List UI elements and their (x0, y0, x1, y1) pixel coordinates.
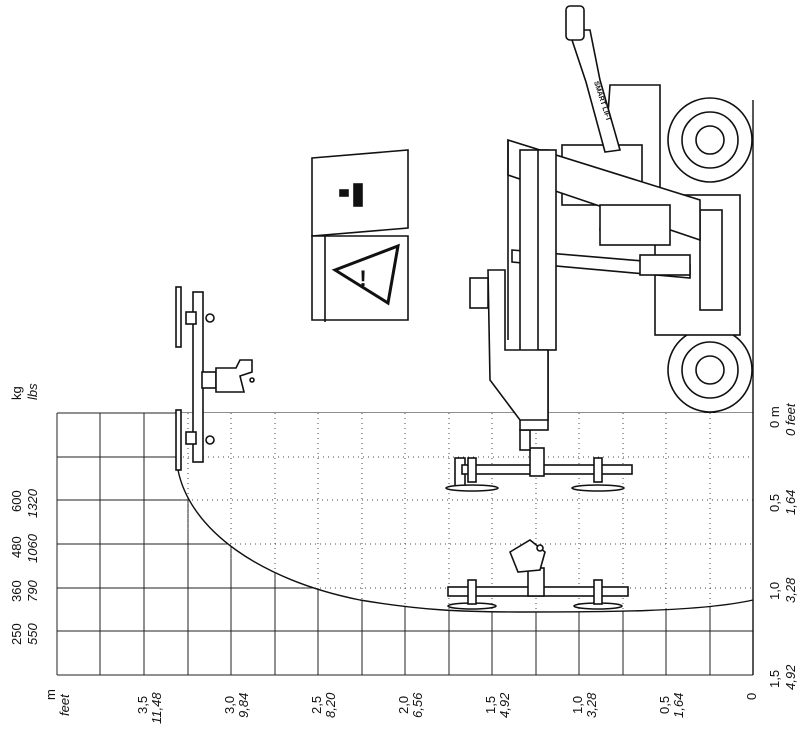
height-unit-m: m (43, 689, 58, 700)
height-tick-0-m: 0 (744, 692, 759, 700)
height-tick-35-m: 3,5 (135, 695, 150, 714)
height-tick-3-m: 3,0 (222, 695, 237, 714)
load-envelope-curve (177, 469, 754, 613)
height-tick-2-m: 2,0 (396, 695, 411, 714)
svg-text:!: ! (359, 266, 366, 291)
load-unit-kg: kg (9, 386, 24, 400)
height-tick-2-ft: 6,56 (410, 692, 425, 718)
height-tick-05-m: 0,5 (657, 695, 672, 714)
load-unit-lbs: lbs (25, 383, 40, 400)
reach-tick-05-ft: 1,64 (783, 489, 798, 515)
height-tick-25-m: 2,5 (309, 695, 324, 714)
load-kg-250: 250 (9, 623, 24, 645)
height-tick-1-m: 1,0 (570, 695, 585, 714)
reach-tick-0-ft: 0 feet (783, 403, 798, 436)
height-tick-15-m: 1,5 (483, 695, 498, 714)
height-unit-ft: feet (57, 694, 72, 716)
height-tick-3-ft: 9,84 (236, 692, 251, 718)
lift-machine (469, 5, 753, 431)
load-envelope-area (178, 413, 753, 612)
load-kg-360: 360 (9, 580, 24, 602)
reach-tick-05-m: 0,5 (767, 493, 782, 512)
load-lbs-1320: 1320 (25, 489, 40, 518)
height-tick-1-ft: 3,28 (584, 692, 599, 718)
height-tick-25-ft: 8,20 (323, 692, 338, 718)
reach-tick-0-m: 0 m (767, 406, 782, 428)
reach-tick-1-m: 1,0 (767, 581, 782, 600)
height-tick-35-ft: 11,48 (149, 692, 164, 724)
load-kg-600: 600 (9, 490, 24, 512)
vacuum-head-mid (445, 429, 633, 492)
load-lbs-1060: 1060 (25, 534, 40, 563)
load-lbs-550: 550 (25, 623, 40, 645)
manual-warning-icon: ! (311, 149, 409, 322)
vacuum-head-low (447, 539, 629, 610)
height-tick-05-ft: 1,64 (671, 692, 686, 718)
height-tick-15-ft: 4,92 (497, 692, 512, 718)
vacuum-head-top (175, 286, 255, 471)
reach-tick-1-ft: 3,28 (783, 577, 798, 603)
load-kg-480: 480 (9, 536, 24, 558)
reach-tick-15-m: 1,5 (767, 669, 782, 688)
reach-tick-15-ft: 4,92 (783, 664, 798, 690)
load-lbs-790: 790 (25, 580, 40, 602)
